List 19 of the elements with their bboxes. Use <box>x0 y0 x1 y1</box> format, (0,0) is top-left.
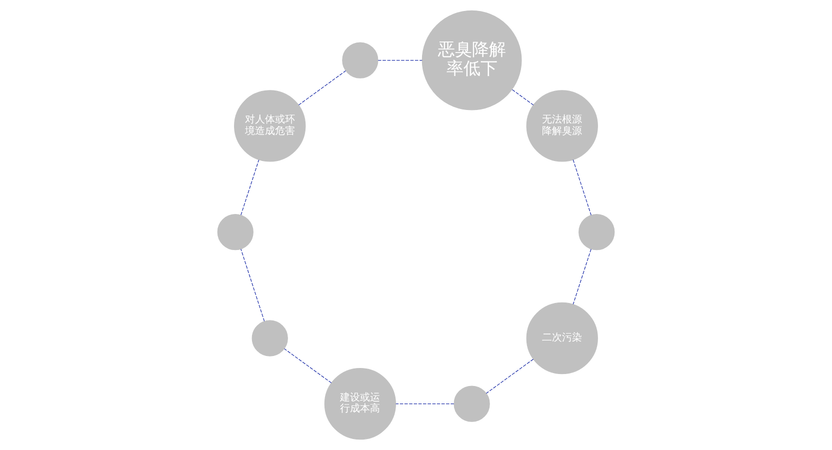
connector <box>378 60 422 61</box>
node-circle: 建设或运行成本高 <box>324 368 396 440</box>
connector <box>572 248 592 305</box>
connector <box>572 159 592 216</box>
node-circle: 无法根源降解臭源 <box>526 90 598 162</box>
node-circle: 对人体或环境造成危害 <box>234 90 306 162</box>
connector <box>240 160 260 216</box>
node-circle: 二次污染 <box>526 302 598 374</box>
node-circle <box>342 42 378 78</box>
node-circle <box>252 320 288 356</box>
connector <box>284 348 332 384</box>
connector <box>298 70 346 106</box>
node-circle <box>578 214 615 250</box>
connector <box>240 248 265 322</box>
node-circle <box>217 214 254 250</box>
node-circle: 恶臭降解率低下 <box>422 10 522 110</box>
connector <box>512 89 534 106</box>
connector <box>486 358 534 394</box>
node-circle <box>454 386 490 422</box>
